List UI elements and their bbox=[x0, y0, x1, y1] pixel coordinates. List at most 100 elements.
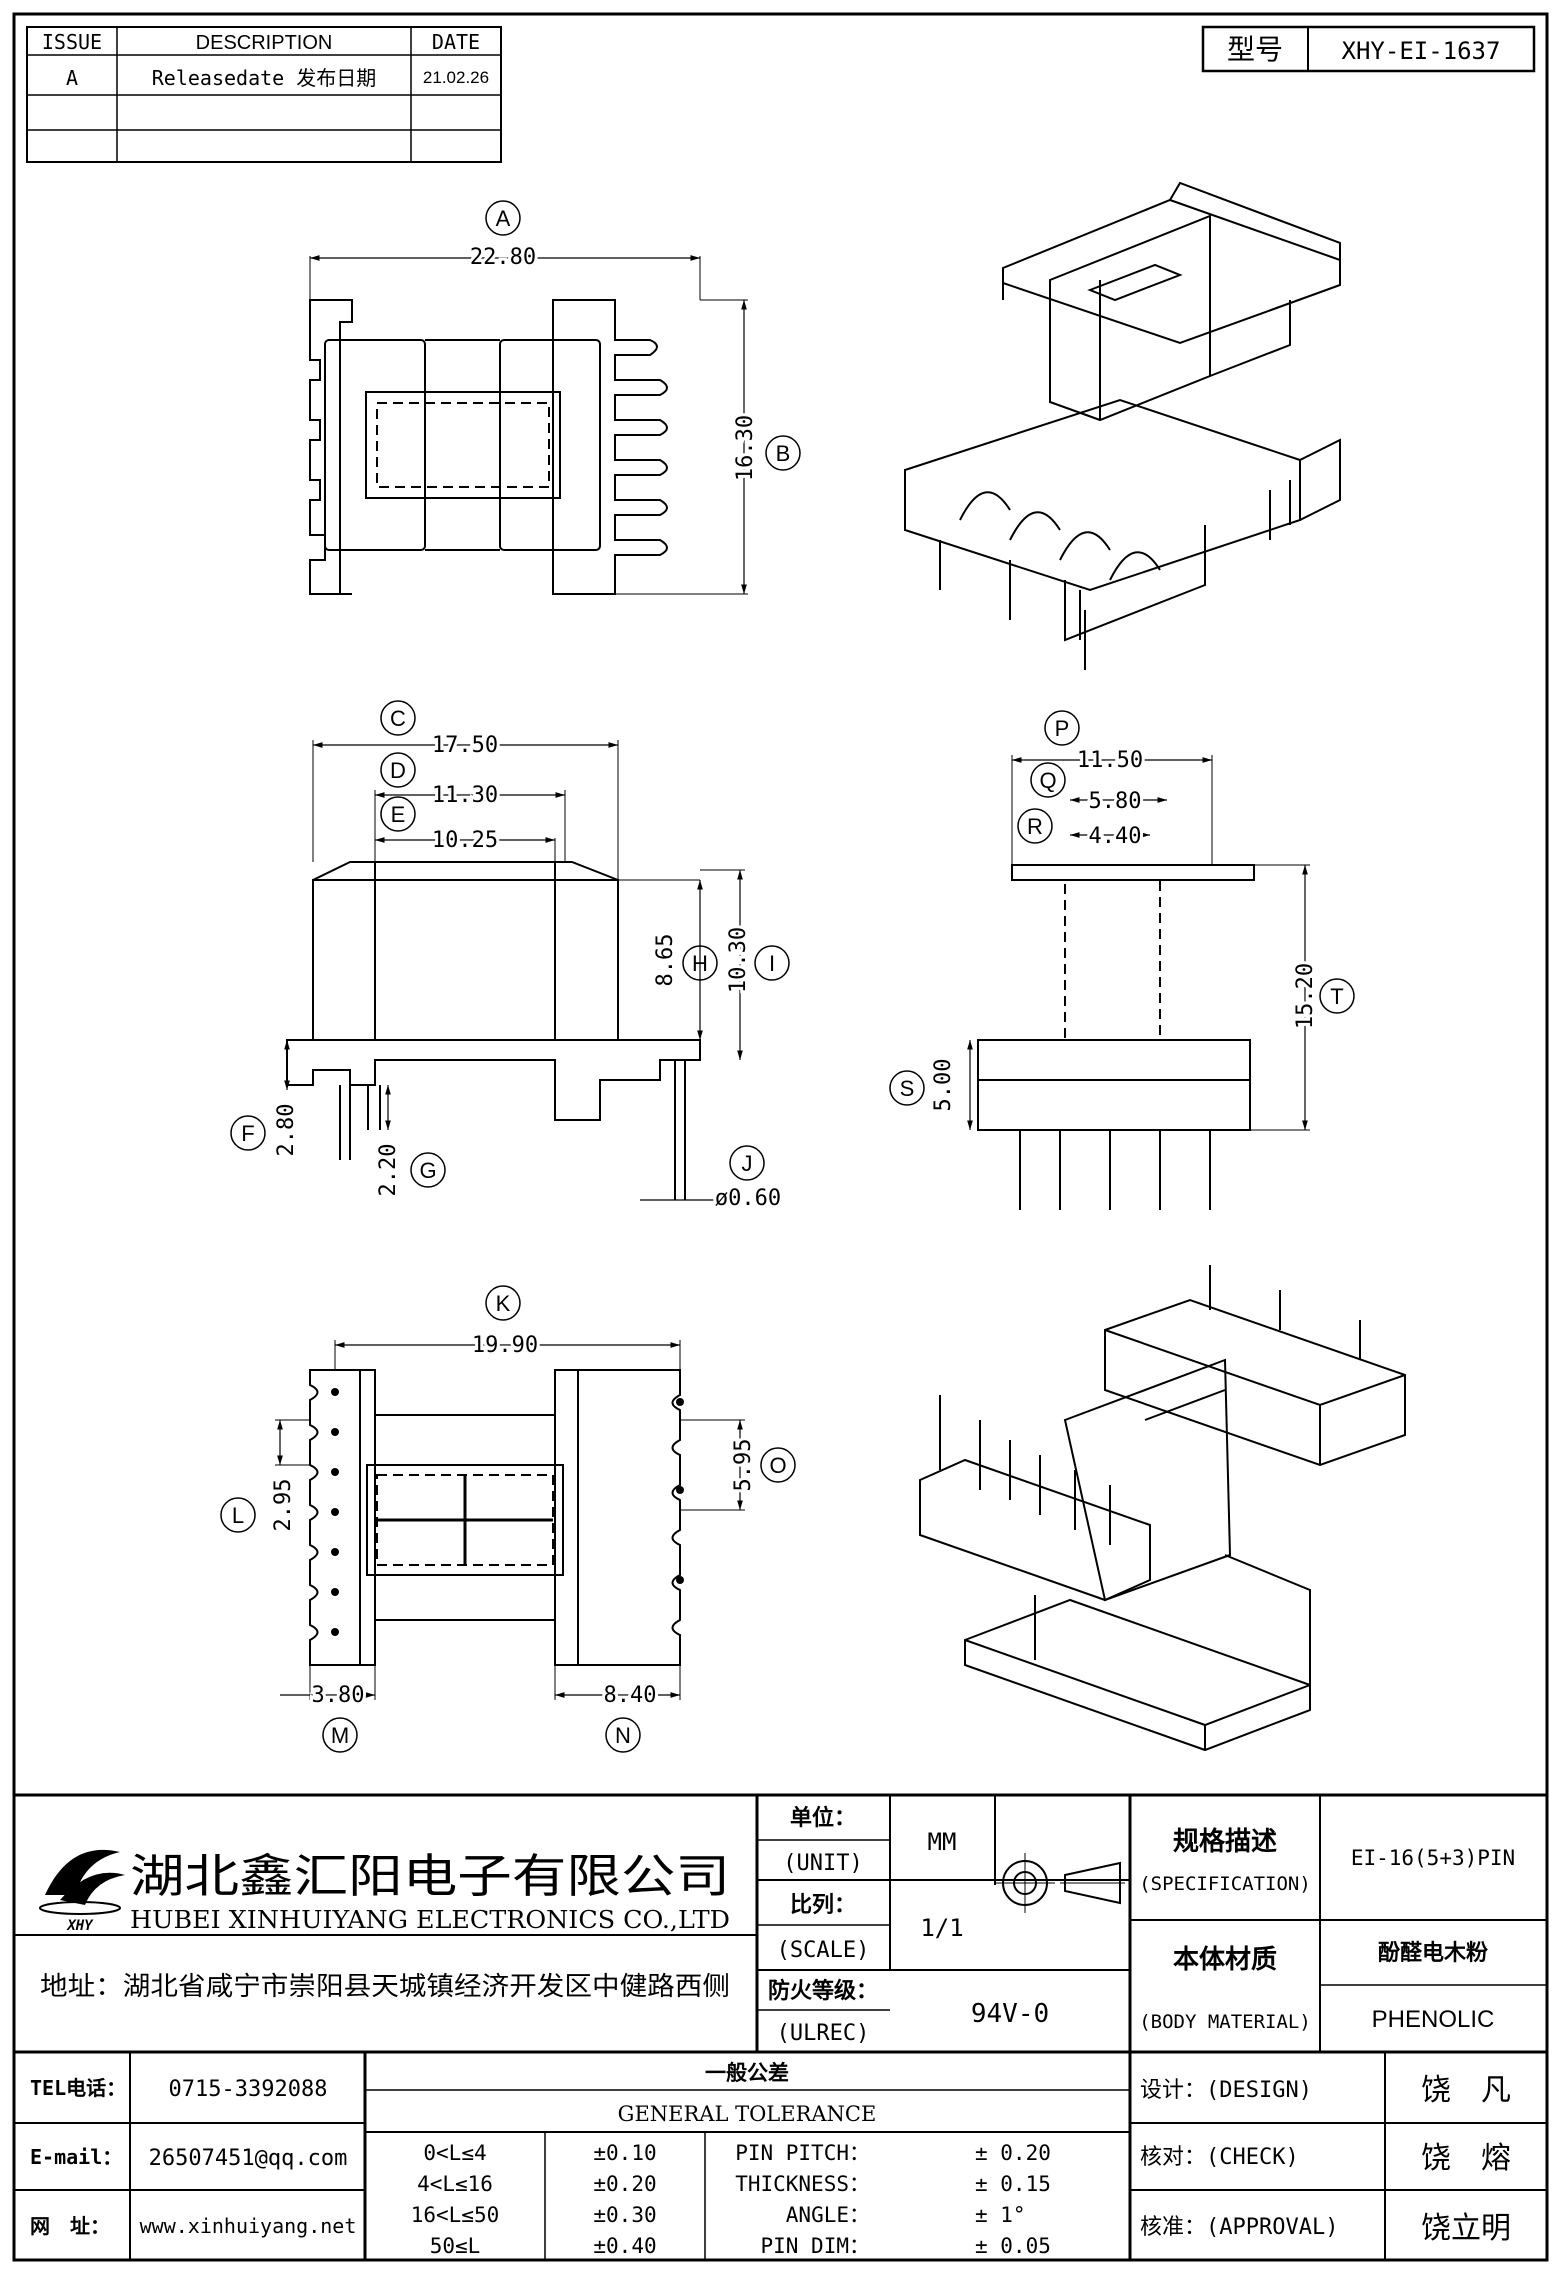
unit-label-cn: 单位： bbox=[790, 1805, 856, 1831]
pin-tolerance-label: ANGLE： bbox=[786, 2203, 870, 2227]
logo-text: XHY bbox=[66, 1918, 94, 1934]
check-name: 饶 熔 bbox=[1421, 2141, 1511, 2176]
dim-label-g: G bbox=[419, 1158, 436, 1183]
dim-label-j: J bbox=[742, 1151, 753, 1176]
dim-value-m: 3.80 bbox=[312, 1683, 365, 1708]
issue-header: ISSUE bbox=[42, 30, 102, 54]
dim-value-f: 2.80 bbox=[274, 1104, 299, 1157]
dim-value-s: 5.00 bbox=[931, 1059, 956, 1112]
title-block bbox=[12, 1793, 1549, 2262]
material-value-cn: 酚醛电木粉 bbox=[1378, 1941, 1488, 1966]
model-value: XHY-EI-1637 bbox=[1342, 37, 1501, 65]
fire-rating-label-en: (ULREC) bbox=[777, 2021, 870, 2046]
scale-label-cn: 比列： bbox=[790, 1893, 856, 1918]
pin-tolerance-value: ± 0.20 bbox=[975, 2141, 1051, 2165]
dim-value-e: 10.25 bbox=[432, 828, 498, 853]
tel-label: TEL电话： bbox=[30, 2076, 126, 2100]
pin-tolerance-value: ± 0.15 bbox=[975, 2172, 1051, 2196]
pin-tolerance-label: PIN PITCH： bbox=[735, 2141, 870, 2165]
dim-label-q: Q bbox=[1039, 768, 1056, 793]
description-header: DESCRIPTION bbox=[196, 32, 333, 54]
design-label: 设计：(DESIGN) bbox=[1140, 2078, 1312, 2103]
side-view bbox=[889, 710, 1355, 1210]
bottom-view bbox=[220, 1285, 796, 1753]
dim-label-b: B bbox=[776, 441, 791, 466]
tolerance-range: 4<L≤16 bbox=[417, 2172, 493, 2196]
scale-label-en: (SCALE) bbox=[777, 1938, 870, 1963]
dim-value-d: 11.30 bbox=[432, 783, 498, 808]
dim-label-h: H bbox=[692, 951, 708, 976]
dim-label-p: P bbox=[1055, 716, 1070, 741]
tolerance-value: ±0.30 bbox=[593, 2203, 656, 2227]
company-name-en: HUBEI XINHUIYANG ELECTRONICS CO.,LTD bbox=[130, 1906, 730, 1934]
dim-label-i: I bbox=[769, 951, 775, 976]
dim-label-t: T bbox=[1330, 984, 1343, 1009]
design-name: 饶 凡 bbox=[1421, 2073, 1511, 2108]
tolerance-value: ±0.10 bbox=[593, 2141, 656, 2165]
tolerance-title-en: GENERAL TOLERANCE bbox=[618, 2102, 877, 2126]
top-view bbox=[309, 200, 801, 595]
spec-label-cn: 规格描述 bbox=[1173, 1826, 1277, 1857]
material-label-en: (BODY MATERIAL) bbox=[1139, 2011, 1311, 2033]
front-view bbox=[230, 700, 790, 1201]
company-logo: XHY bbox=[39, 1849, 125, 1934]
dim-value-b: 16.30 bbox=[733, 415, 758, 481]
tolerance-title-cn: 一般公差 bbox=[705, 2061, 789, 2085]
website-value: www.xinhuiyang.net bbox=[140, 2214, 357, 2238]
dim-label-d: D bbox=[390, 758, 406, 783]
pin-tolerance-value: ± 1° bbox=[975, 2203, 1026, 2227]
dim-label-n: N bbox=[615, 1723, 631, 1748]
model-box: 型号 XHY-EI-1637 bbox=[1201, 25, 1536, 73]
dim-value-l: 2.95 bbox=[271, 1479, 296, 1532]
dim-label-l: L bbox=[232, 1503, 244, 1528]
unit-value: MM bbox=[928, 1828, 957, 1856]
tolerance-range: 16<L≤50 bbox=[411, 2203, 500, 2227]
bottom-view-pin-holes bbox=[331, 1388, 684, 1636]
company-name-cn: 湖北鑫汇阳电子有限公司 bbox=[130, 1849, 730, 1903]
fire-rating-value: 94V-0 bbox=[971, 1999, 1049, 2029]
dim-value-o: 5.95 bbox=[731, 1439, 756, 1492]
dim-value-i: 10.30 bbox=[726, 927, 751, 993]
approval-name: 饶立明 bbox=[1421, 2211, 1511, 2246]
fire-rating-label-cn: 防火等级： bbox=[768, 1978, 878, 2004]
dim-value-c: 17.50 bbox=[432, 733, 498, 758]
dim-value-h: 8.65 bbox=[653, 934, 678, 987]
dim-label-a: A bbox=[496, 206, 511, 231]
date-cell: 21.02.26 bbox=[423, 68, 489, 87]
dim-label-k: K bbox=[496, 1291, 511, 1316]
material-value-en: PHENOLIC bbox=[1372, 2006, 1495, 2033]
iso-view-bottom bbox=[919, 1265, 1406, 1752]
tolerance-range: 50≤L bbox=[430, 2234, 481, 2258]
model-label: 型号 bbox=[1227, 33, 1283, 66]
dim-label-f: F bbox=[241, 1121, 254, 1146]
pin-tolerance-label: PIN DIM： bbox=[760, 2234, 870, 2258]
dim-label-r: R bbox=[1027, 814, 1043, 839]
pin-tolerance-label: THICKNESS： bbox=[735, 2172, 870, 2196]
tolerance-value: ±0.20 bbox=[593, 2172, 656, 2196]
check-label: 核对：(CHECK) bbox=[1140, 2145, 1299, 2170]
revision-table: ISSUE DESCRIPTION DATE A Releasedate 发布日… bbox=[26, 26, 502, 163]
tolerance-range: 0<L≤4 bbox=[423, 2141, 486, 2165]
dim-label-m: M bbox=[331, 1723, 349, 1748]
material-label-cn: 本体材质 bbox=[1173, 1945, 1277, 1975]
dim-value-a: 22.80 bbox=[470, 245, 536, 270]
projection-symbol bbox=[995, 1853, 1125, 1913]
email-value: 26507451@qq.com bbox=[149, 2146, 348, 2171]
dim-value-k: 19.90 bbox=[472, 1333, 538, 1358]
unit-label-en: (UNIT) bbox=[783, 1851, 862, 1876]
dim-value-j: ø0.60 bbox=[715, 1186, 781, 1211]
spec-label-en: (SPECIFICATION) bbox=[1139, 1873, 1311, 1895]
email-label: E-mail： bbox=[30, 2145, 122, 2169]
dim-value-g: 2.20 bbox=[376, 1144, 401, 1197]
dim-label-s: S bbox=[900, 1076, 915, 1101]
tolerance-value: ±0.40 bbox=[593, 2234, 656, 2258]
dim-label-c: C bbox=[390, 706, 406, 731]
dim-label-o: O bbox=[769, 1453, 786, 1478]
tel-value: 0715-3392088 bbox=[169, 2077, 328, 2102]
approval-label: 核准：(APPROVAL) bbox=[1140, 2215, 1338, 2240]
dim-label-e: E bbox=[391, 802, 406, 827]
issue-cell: A bbox=[66, 66, 78, 90]
dim-value-p: 11.50 bbox=[1077, 748, 1143, 773]
iso-view-top bbox=[904, 181, 1341, 670]
